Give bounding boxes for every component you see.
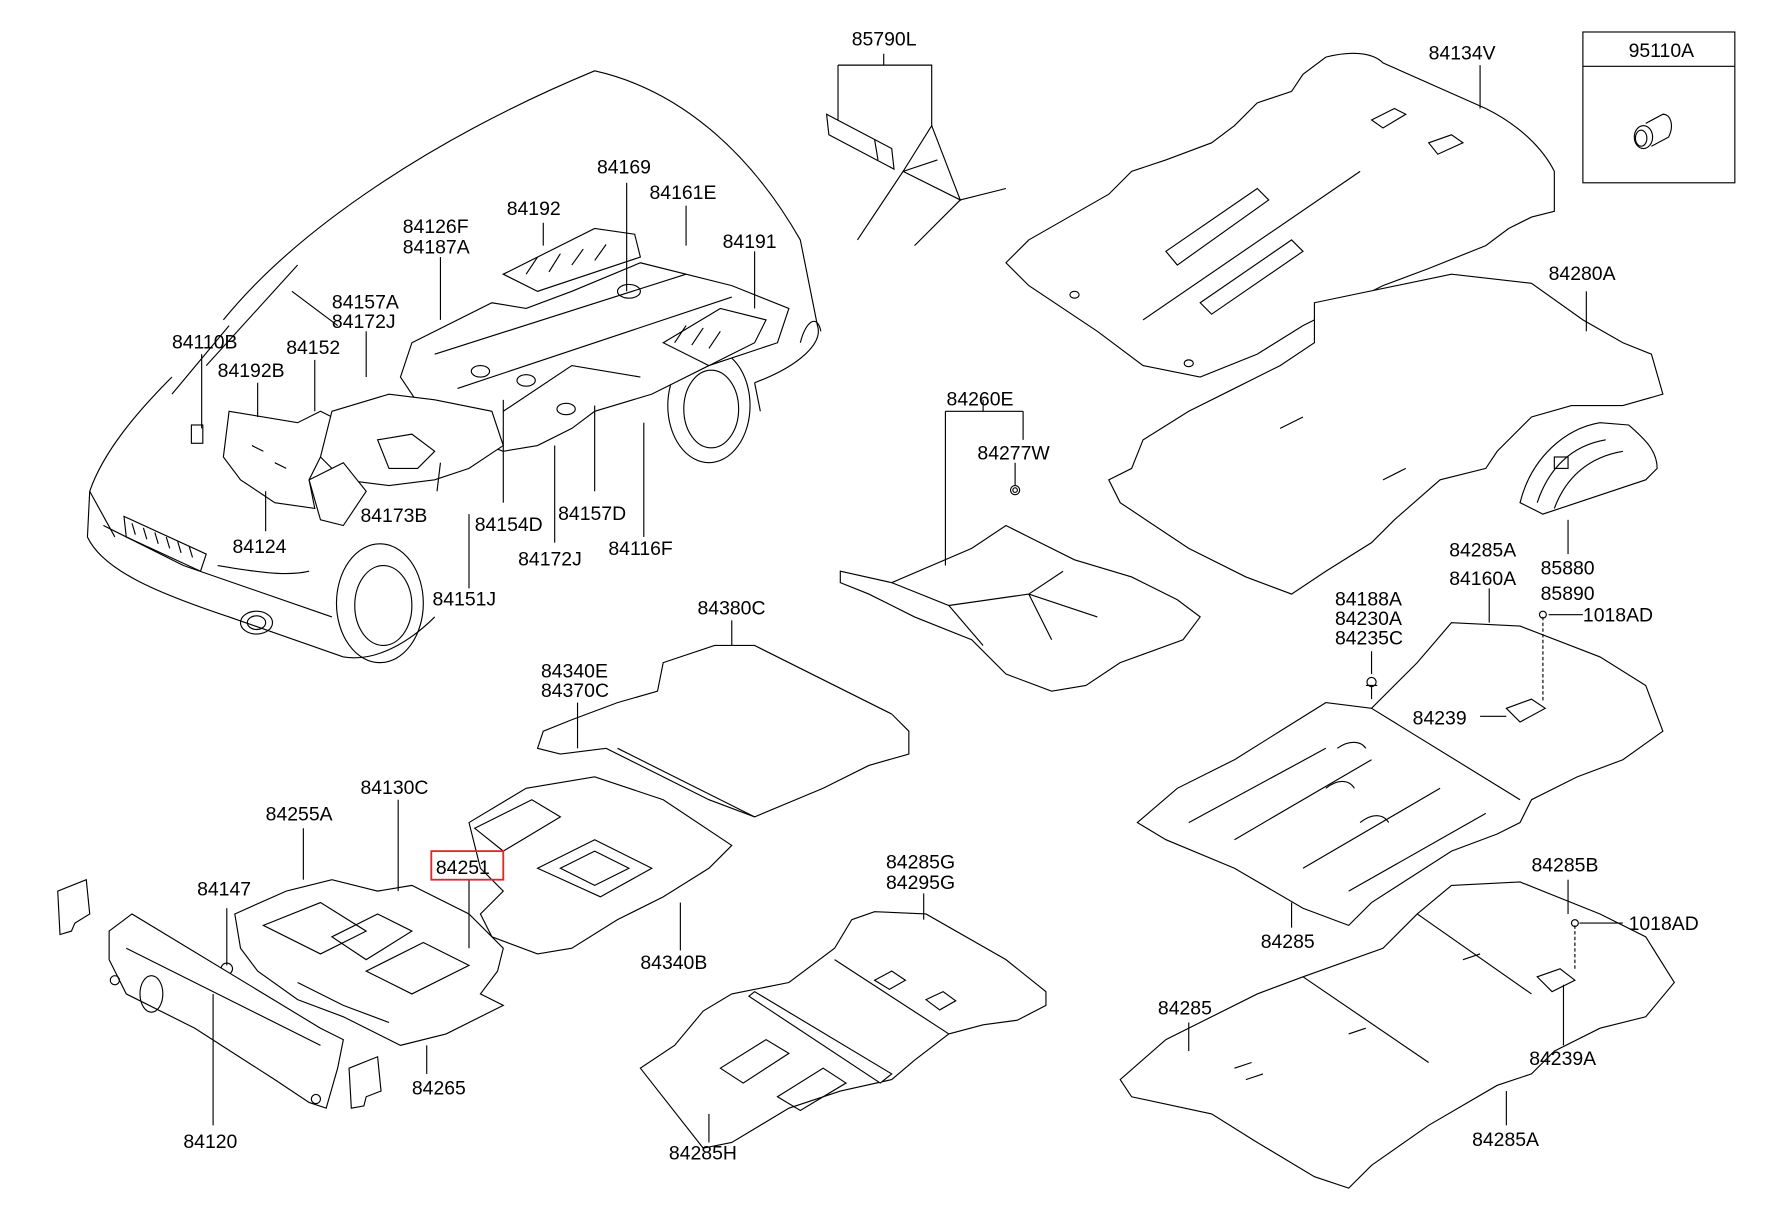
legend-box-95110A <box>1582 31 1736 184</box>
label-1018AD-bottom[interactable]: 1018AD <box>1629 913 1699 935</box>
label-84285H[interactable]: 84285H <box>669 1143 737 1165</box>
highlight-box-84251 <box>430 850 505 881</box>
dash-panel-84120 <box>57 878 382 1109</box>
label-1018AD-top[interactable]: 1018AD <box>1583 604 1653 626</box>
label-84192[interactable]: 84192 <box>507 198 561 220</box>
label-84285-mid[interactable]: 84285 <box>1261 931 1315 953</box>
label-84285A-bottom[interactable]: 84285A <box>1472 1129 1539 1151</box>
label-84255A[interactable]: 84255A <box>266 803 333 825</box>
label-84157A[interactable]: 84157A <box>332 291 399 313</box>
label-84160A[interactable]: 84160A <box>1449 568 1516 590</box>
label-84230A[interactable]: 84230A <box>1335 608 1402 630</box>
clip-fastener-icon <box>1633 113 1672 150</box>
label-84154D[interactable]: 84154D <box>475 514 543 536</box>
label-85790L[interactable]: 85790L <box>852 29 917 51</box>
label-84134V[interactable]: 84134V <box>1429 42 1496 64</box>
label-84172J-top[interactable]: 84172J <box>332 311 396 333</box>
label-84192B[interactable]: 84192B <box>218 360 285 382</box>
label-84295G[interactable]: 84295G <box>886 872 955 894</box>
label-95110A[interactable]: 95110A <box>1629 40 1695 62</box>
label-84188A[interactable]: 84188A <box>1335 589 1402 611</box>
label-84120[interactable]: 84120 <box>183 1131 237 1153</box>
label-84340E[interactable]: 84340E <box>541 660 608 682</box>
label-84130C[interactable]: 84130C <box>360 777 428 799</box>
label-84152[interactable]: 84152 <box>286 337 340 359</box>
label-84147[interactable]: 84147 <box>197 879 251 901</box>
label-84239A[interactable]: 84239A <box>1529 1048 1596 1070</box>
label-84172J-bottom[interactable]: 84172J <box>518 549 582 571</box>
label-84151J[interactable]: 84151J <box>432 589 496 611</box>
label-84187A[interactable]: 84187A <box>403 237 470 259</box>
label-84277W[interactable]: 84277W <box>977 442 1050 464</box>
label-85890[interactable]: 85890 <box>1541 583 1595 605</box>
floor-mat-84380C <box>536 644 910 818</box>
label-84169[interactable]: 84169 <box>597 157 651 179</box>
floor-mat-84285B <box>1119 881 1675 1189</box>
label-84370C[interactable]: 84370C <box>541 680 609 702</box>
rear-floor-mat-84134V <box>1005 52 1555 378</box>
label-84280A[interactable]: 84280A <box>1549 263 1616 285</box>
label-84265[interactable]: 84265 <box>412 1077 466 1099</box>
floor-mat-84280A <box>1108 273 1664 595</box>
floor-carpet-84260E <box>839 484 1201 692</box>
label-84340B[interactable]: 84340B <box>640 952 707 974</box>
label-84161E[interactable]: 84161E <box>650 182 717 204</box>
label-84124[interactable]: 84124 <box>233 536 287 558</box>
label-84285G[interactable]: 84285G <box>886 851 955 873</box>
label-84239[interactable]: 84239 <box>1413 707 1467 729</box>
vehicle-outline <box>86 70 822 664</box>
label-84380C[interactable]: 84380C <box>697 598 765 620</box>
label-84116F[interactable]: 84116F <box>608 538 673 560</box>
label-84110B[interactable]: 84110B <box>172 331 237 353</box>
label-84285A-top[interactable]: 84285A <box>1449 539 1516 561</box>
wheelhouse-cover-85880 <box>1519 422 1658 515</box>
label-84285-low[interactable]: 84285 <box>1158 997 1212 1019</box>
label-84260E[interactable]: 84260E <box>947 389 1014 411</box>
leader-lines <box>201 65 1623 1143</box>
label-84157D[interactable]: 84157D <box>558 503 626 525</box>
label-84285B[interactable]: 84285B <box>1531 855 1598 877</box>
label-84173B[interactable]: 84173B <box>360 505 427 527</box>
label-84235C[interactable]: 84235C <box>1335 627 1403 649</box>
floor-mat-84285G <box>639 911 1047 1149</box>
label-84251[interactable]: 84251 <box>436 857 490 879</box>
warning-triangle-kit <box>825 53 1007 247</box>
label-84191[interactable]: 84191 <box>723 231 777 253</box>
label-85880[interactable]: 85880 <box>1541 558 1595 580</box>
part-labels: 85790L 84134V 95110A 84169 84161E 84192 … <box>172 29 1699 1165</box>
dash-insulation-84265 <box>220 879 505 1046</box>
label-84126F[interactable]: 84126F <box>403 216 469 238</box>
floor-mat-84160A <box>1136 610 1664 927</box>
floor-mat-84340B <box>468 776 733 955</box>
front-floor-insulation <box>190 227 790 527</box>
